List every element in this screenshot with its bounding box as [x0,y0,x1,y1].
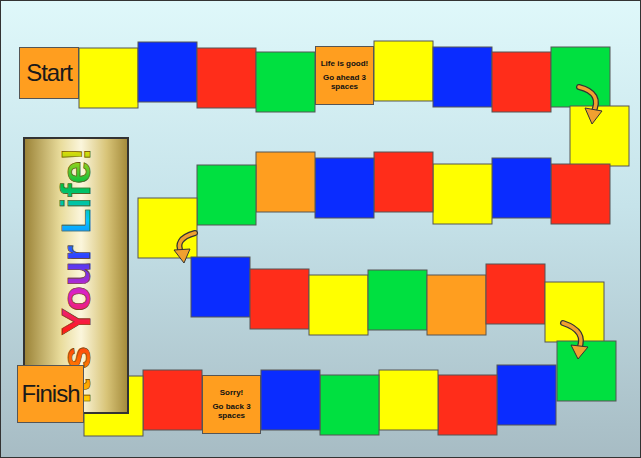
yellow-space [379,370,438,430]
green-space [551,47,610,107]
green-space [256,52,315,112]
yellow-space [545,282,604,342]
turn-arrow [174,233,195,263]
red-space [486,264,545,324]
yellow-space [433,164,492,224]
green-space [197,165,256,225]
blue-space [497,365,556,425]
blue-space [191,257,250,317]
red-space [250,269,309,329]
red-space [551,164,610,224]
blue-space [315,158,374,218]
board-label: Start [26,61,72,85]
space-instruction: Go back 3 spaces [206,402,257,421]
yellow-space [374,41,433,101]
green-space [368,270,427,330]
red-space [492,52,551,112]
red-space [197,48,256,108]
orange-space [427,275,486,335]
space-instruction: Go ahead 3 spaces [319,73,370,92]
green-space [557,341,616,401]
yellow-space [79,48,138,108]
start-box: Start [19,47,79,99]
orange-space [256,152,315,212]
green-space [320,375,379,435]
red-space [143,370,202,430]
space-heading: Life is good! [321,59,369,69]
board-label: Finish [21,382,79,406]
yellow-space [309,275,368,335]
blue-space [138,42,197,102]
bonus-space: Life is good! Go ahead 3 spaces [315,46,374,105]
blue-space [433,47,492,107]
turn-arrow [579,87,602,124]
blue-space [492,158,551,218]
turn-arrow [563,323,588,359]
yellow-space [570,106,629,166]
blue-space [261,370,320,430]
space-heading: Sorry! [220,388,244,398]
finish-box: Finish [17,365,84,423]
red-space [438,375,497,435]
red-space [374,152,433,212]
penalty-space: Sorry! Go back 3 spaces [202,375,261,434]
